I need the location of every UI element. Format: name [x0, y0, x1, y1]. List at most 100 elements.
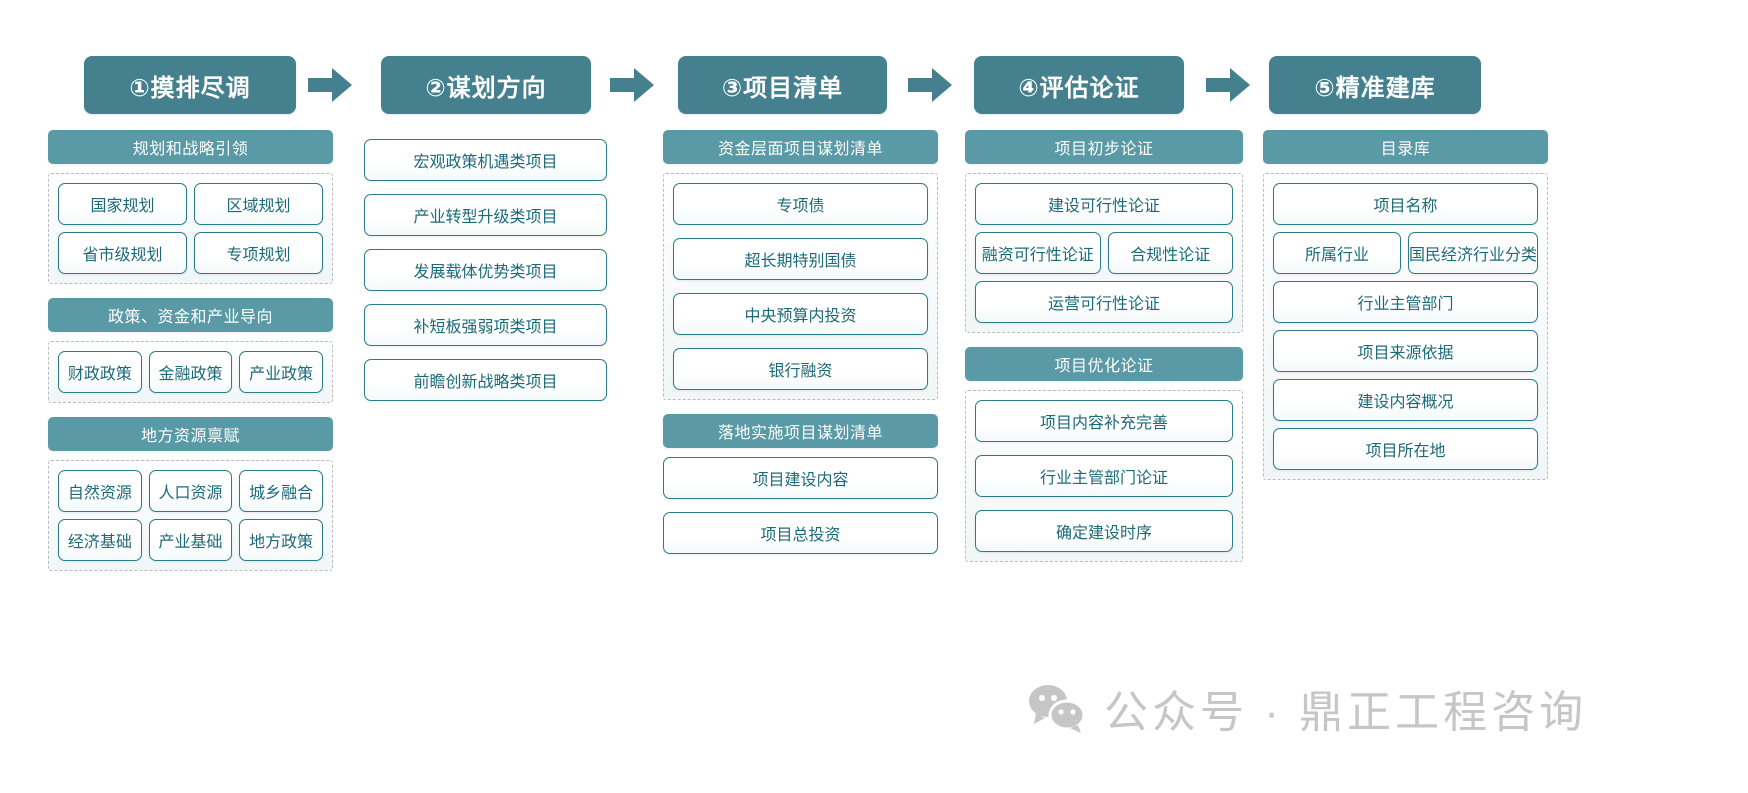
item-row: 专项债 [673, 183, 928, 225]
stage-header-2[interactable]: ②谋划方向 [381, 56, 591, 114]
item-chip[interactable]: 产业基础 [148, 519, 233, 561]
item-row: 建设内容概况 [1273, 379, 1538, 421]
item-chip[interactable]: 项目名称 [1273, 183, 1538, 225]
item-row: 运营可行性论证 [975, 281, 1233, 323]
watermark-text: 公众号 · 鼎正工程咨询 [1104, 688, 1588, 737]
item-row: 行业主管部门 [1273, 281, 1538, 323]
watermark: 公众号 · 鼎正工程咨询 [1026, 676, 1587, 740]
item-row: 确定建设时序 [975, 510, 1233, 552]
item-row: 建设可行性论证 [975, 183, 1233, 225]
stage-header-3[interactable]: ③项目清单 [678, 56, 887, 114]
group-planning-directions-body: 宏观政策机遇类项目产业转型升级类项目发展载体优势类项目补短板强弱项类项目前瞻创新… [364, 139, 607, 401]
stage-header-5[interactable]: ⑤精准建库 [1269, 56, 1481, 114]
arrow-right-icon [1206, 68, 1250, 102]
wechat-icon [1026, 683, 1088, 733]
item-chip[interactable]: 项目所在地 [1273, 428, 1538, 470]
arrow-right-icon [308, 68, 352, 102]
arrow-right-icon [908, 68, 952, 102]
group-optimization-review-title: 项目优化论证 [965, 347, 1243, 381]
item-chip[interactable]: 建设内容概况 [1273, 379, 1538, 421]
item-chip[interactable]: 财政政策 [58, 351, 142, 393]
group-preliminary-review-body: 建设可行性论证融资可行性论证合规性论证运营可行性论证 [965, 173, 1243, 333]
item-row: 超长期特别国债 [673, 238, 928, 280]
item-chip[interactable]: 产业政策 [239, 351, 324, 393]
item-chip[interactable]: 项目内容补充完善 [975, 400, 1233, 442]
item-chip[interactable]: 建设可行性论证 [975, 183, 1233, 225]
item-row: 发展载体优势类项目 [364, 249, 607, 291]
item-chip[interactable]: 前瞻创新战略类项目 [364, 359, 607, 401]
item-chip[interactable]: 项目总投资 [663, 512, 938, 554]
item-chip[interactable]: 产业转型升级类项目 [364, 194, 607, 236]
item-chip[interactable]: 金融政策 [148, 351, 233, 393]
group-preliminary-review: 项目初步论证建设可行性论证融资可行性论证合规性论证运营可行性论证 [965, 130, 1243, 333]
item-chip[interactable]: 人口资源 [148, 470, 233, 512]
item-chip[interactable]: 行业主管部门 [1273, 281, 1538, 323]
group-planning-strategy: 规划和战略引领国家规划区域规划省市级规划专项规划 [48, 130, 333, 284]
item-row: 融资可行性论证合规性论证 [975, 232, 1233, 274]
item-row: 行业主管部门论证 [975, 455, 1233, 497]
item-row: 项目内容补充完善 [975, 400, 1233, 442]
group-optimization-review: 项目优化论证项目内容补充完善行业主管部门论证确定建设时序 [965, 347, 1243, 562]
column-2: 宏观政策机遇类项目产业转型升级类项目发展载体优势类项目补短板强弱项类项目前瞻创新… [364, 130, 607, 415]
item-row: 项目名称 [1273, 183, 1538, 225]
item-chip[interactable]: 运营可行性论证 [975, 281, 1233, 323]
column-3: 资金层面项目谋划清单专项债超长期特别国债中央预算内投资银行融资落地实施项目谋划清… [663, 130, 938, 568]
item-chip[interactable]: 合规性论证 [1107, 232, 1233, 274]
item-row: 项目所在地 [1273, 428, 1538, 470]
item-row: 产业转型升级类项目 [364, 194, 607, 236]
item-chip[interactable]: 自然资源 [58, 470, 142, 512]
group-local-resources-title: 地方资源禀赋 [48, 417, 333, 451]
stage-header-4[interactable]: ④评估论证 [974, 56, 1184, 114]
group-preliminary-review-title: 项目初步论证 [965, 130, 1243, 164]
item-row: 项目来源依据 [1273, 330, 1538, 372]
stage-header-1[interactable]: ①摸排尽调 [84, 56, 296, 114]
item-chip[interactable]: 国家规划 [58, 183, 187, 225]
group-catalog-library-body: 项目名称所属行业国民经济行业分类行业主管部门项目来源依据建设内容概况项目所在地 [1263, 173, 1548, 480]
item-chip[interactable]: 专项债 [673, 183, 928, 225]
item-chip[interactable]: 超长期特别国债 [673, 238, 928, 280]
item-chip[interactable]: 银行融资 [673, 348, 928, 390]
item-chip[interactable]: 区域规划 [194, 183, 323, 225]
group-catalog-library-title: 目录库 [1263, 130, 1548, 164]
item-row: 经济基础产业基础地方政策 [58, 519, 324, 561]
item-chip[interactable]: 中央预算内投资 [673, 293, 928, 335]
group-optimization-review-body: 项目内容补充完善行业主管部门论证确定建设时序 [965, 390, 1243, 562]
column-1: 规划和战略引领国家规划区域规划省市级规划专项规划政策、资金和产业导向财政政策金融… [48, 130, 333, 585]
item-row: 中央预算内投资 [673, 293, 928, 335]
item-chip[interactable]: 专项规划 [194, 232, 323, 274]
item-chip[interactable]: 省市级规划 [58, 232, 187, 274]
group-funding-level-list: 资金层面项目谋划清单专项债超长期特别国债中央预算内投资银行融资 [663, 130, 938, 400]
item-row: 项目总投资 [663, 512, 938, 554]
group-catalog-library: 目录库项目名称所属行业国民经济行业分类行业主管部门项目来源依据建设内容概况项目所… [1263, 130, 1548, 480]
item-chip[interactable]: 补短板强弱项类项目 [364, 304, 607, 346]
item-chip[interactable]: 国民经济行业分类 [1407, 232, 1538, 274]
item-chip[interactable]: 项目建设内容 [663, 457, 938, 499]
group-implementation-list: 落地实施项目谋划清单项目建设内容项目总投资 [663, 414, 938, 554]
group-implementation-list-body: 项目建设内容项目总投资 [663, 457, 938, 554]
group-planning-strategy-body: 国家规划区域规划省市级规划专项规划 [48, 173, 333, 284]
item-chip[interactable]: 融资可行性论证 [975, 232, 1101, 274]
group-policy-capital-industry-body: 财政政策金融政策产业政策 [48, 341, 333, 403]
item-chip[interactable]: 发展载体优势类项目 [364, 249, 607, 291]
item-chip[interactable]: 经济基础 [58, 519, 142, 561]
item-chip[interactable]: 所属行业 [1273, 232, 1401, 274]
group-policy-capital-industry-title: 政策、资金和产业导向 [48, 298, 333, 332]
group-local-resources: 地方资源禀赋自然资源人口资源城乡融合经济基础产业基础地方政策 [48, 417, 333, 571]
item-chip[interactable]: 城乡融合 [239, 470, 324, 512]
item-row: 前瞻创新战略类项目 [364, 359, 607, 401]
item-row: 银行融资 [673, 348, 928, 390]
arrow-right-icon [610, 68, 654, 102]
item-chip[interactable]: 行业主管部门论证 [975, 455, 1233, 497]
group-funding-level-list-body: 专项债超长期特别国债中央预算内投资银行融资 [663, 173, 938, 400]
item-row: 所属行业国民经济行业分类 [1273, 232, 1538, 274]
item-chip[interactable]: 宏观政策机遇类项目 [364, 139, 607, 181]
group-funding-level-list-title: 资金层面项目谋划清单 [663, 130, 938, 164]
item-chip[interactable]: 确定建设时序 [975, 510, 1233, 552]
item-row: 省市级规划专项规划 [58, 232, 323, 274]
group-planning-strategy-title: 规划和战略引领 [48, 130, 333, 164]
item-chip[interactable]: 项目来源依据 [1273, 330, 1538, 372]
group-implementation-list-title: 落地实施项目谋划清单 [663, 414, 938, 448]
column-5: 目录库项目名称所属行业国民经济行业分类行业主管部门项目来源依据建设内容概况项目所… [1263, 130, 1548, 494]
item-chip[interactable]: 地方政策 [239, 519, 324, 561]
